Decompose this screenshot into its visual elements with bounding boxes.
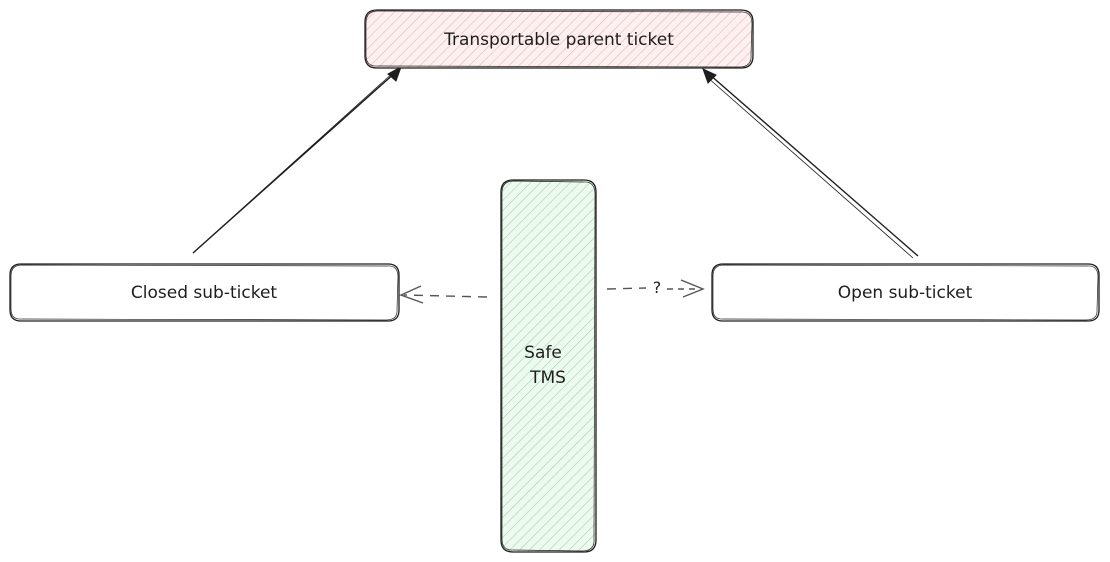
edge-open-to-parent	[702, 68, 919, 259]
edge-tms-to-closed	[399, 285, 488, 304]
node-safe-tms[interactable]: Safe TMS	[500, 179, 597, 553]
edge-closed-to-parent	[192, 65, 402, 254]
arrowhead-tms-to-open	[680, 279, 705, 298]
node-open-sub-ticket[interactable]: Open sub-ticket	[711, 263, 1100, 322]
node-closed-sub-ticket-shape	[9, 263, 400, 322]
node-open-sub-ticket-label: Open sub-ticket	[838, 283, 973, 303]
node-safe-tms-label-line2: TMS	[529, 368, 566, 388]
edge-tms-to-open: ?	[606, 278, 705, 298]
node-parent-ticket[interactable]: Transportable parent ticket	[364, 9, 754, 69]
edge-tms-to-open-label: ?	[653, 278, 662, 297]
arrowhead-open-to-parent	[702, 68, 717, 84]
arrowhead-closed-to-parent	[387, 65, 402, 82]
node-safe-tms-label-line1: Safe	[524, 343, 562, 363]
arrowhead-tms-to-closed	[399, 285, 424, 304]
node-parent-ticket-label: Transportable parent ticket	[443, 30, 674, 50]
node-safe-tms-shape	[500, 179, 597, 553]
node-closed-sub-ticket[interactable]: Closed sub-ticket	[9, 263, 400, 322]
node-open-sub-ticket-shape	[711, 263, 1100, 322]
node-parent-ticket-shape	[364, 9, 754, 69]
node-closed-sub-ticket-label: Closed sub-ticket	[131, 283, 277, 303]
